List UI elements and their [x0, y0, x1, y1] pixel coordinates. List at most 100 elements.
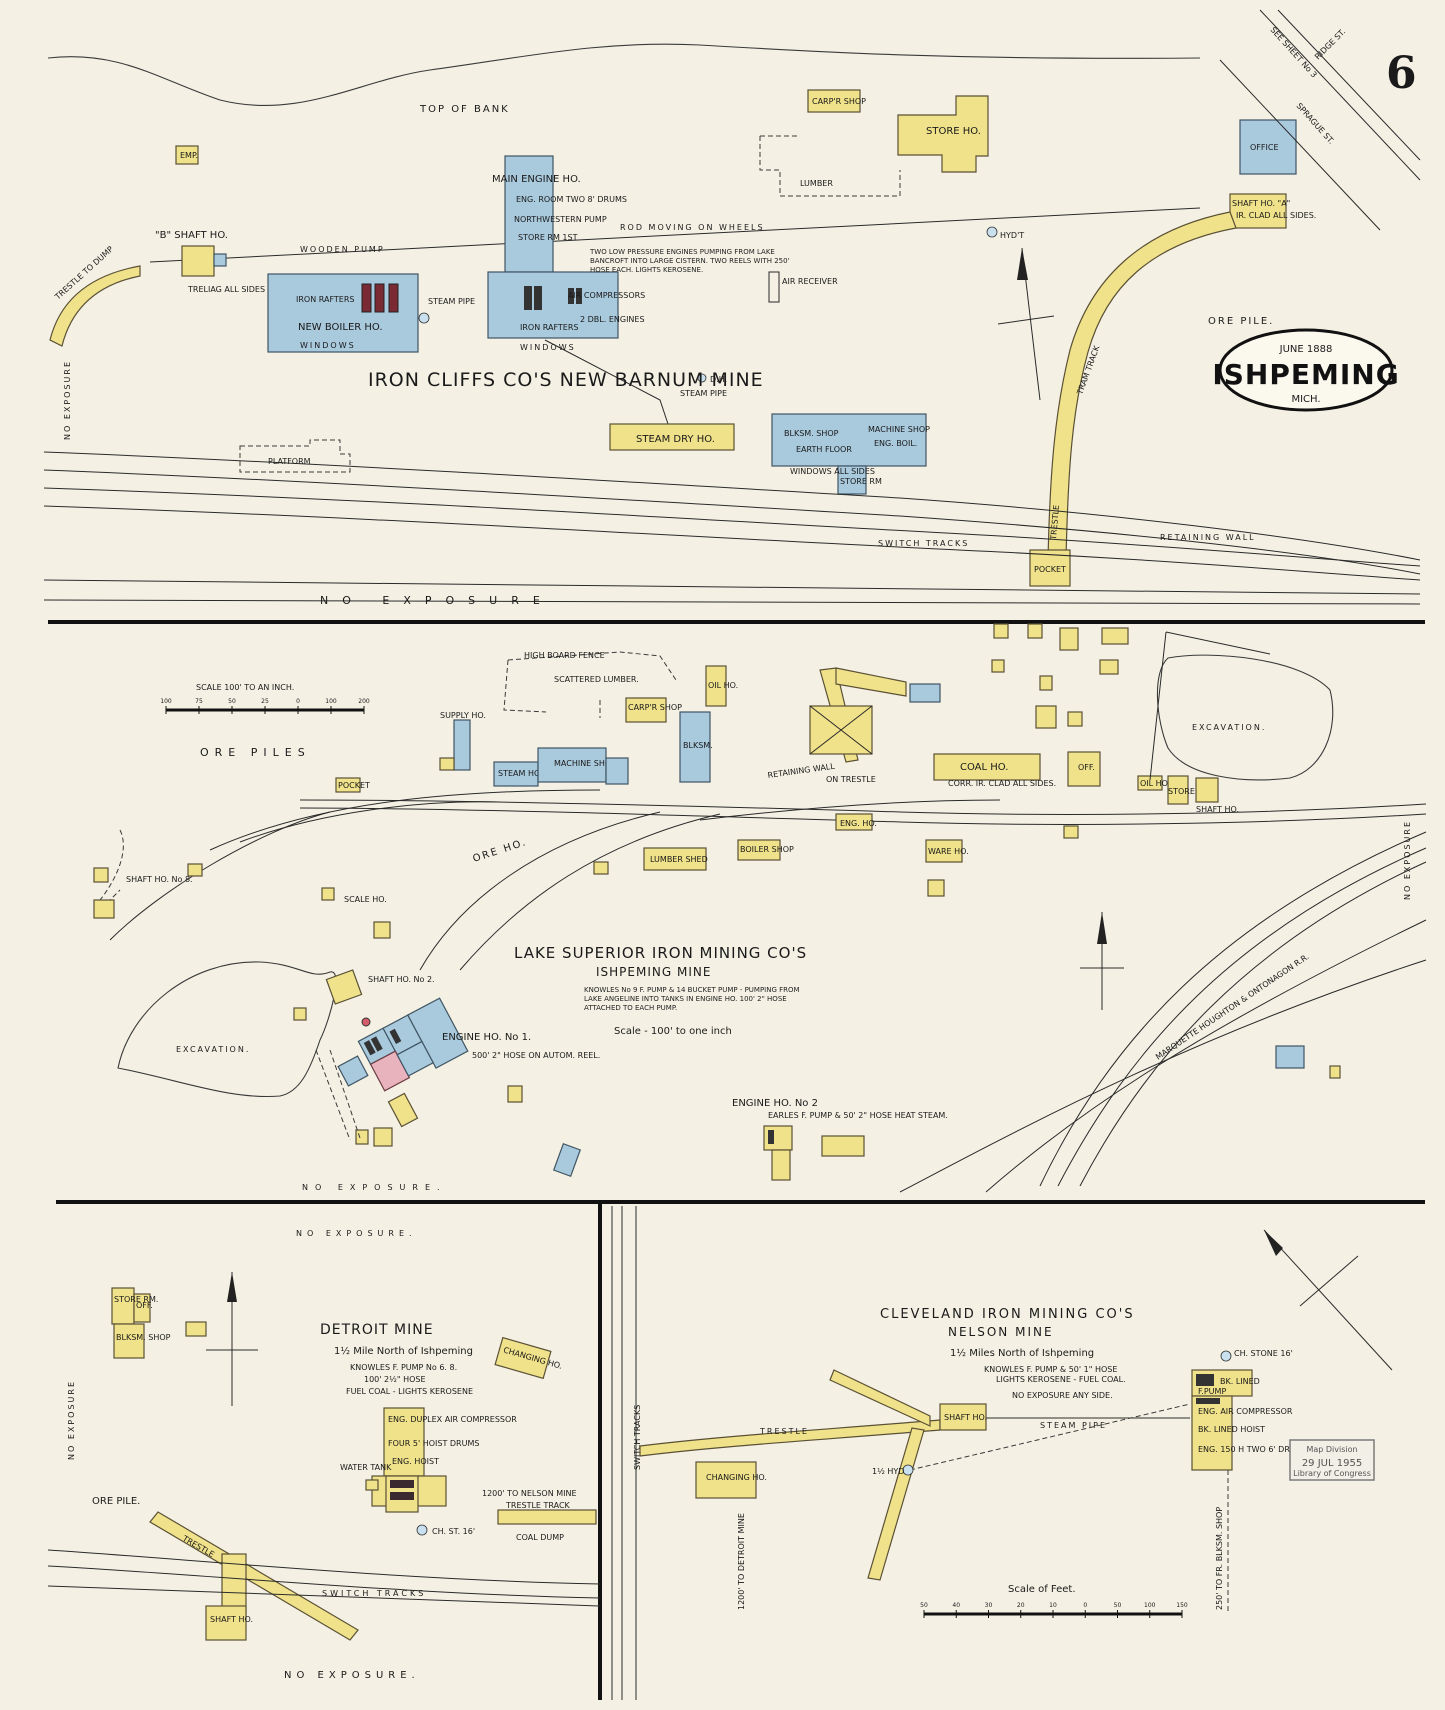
s3-drum-1 [390, 1480, 414, 1488]
steam-pipe-line [544, 339, 669, 425]
s2-rr-5 [985, 919, 1427, 1193]
s2-small-3 [1027, 623, 1043, 639]
shaft-house-a [1229, 193, 1287, 229]
s2-small-10 [1067, 711, 1083, 727]
northwestern-pump-label: NORTHWESTERN PUMP [514, 215, 607, 224]
windows-label-2: WINDOWS [520, 343, 576, 352]
dh-hydrant [697, 373, 707, 383]
s3-blksm-label: BLKSM. SHOP [116, 1333, 171, 1342]
s4-bk-hoist-label: BK. LINED HOIST [1198, 1425, 1265, 1434]
s2-shaft8-small [93, 867, 109, 883]
s2-eng1-machine-2 [370, 1036, 383, 1052]
s4-chimney [1220, 1350, 1232, 1362]
section2-title: LAKE SUPERIOR IRON MINING CO'S [514, 944, 807, 962]
s3-small-1 [185, 1321, 207, 1337]
s3-coal-dump-label: COAL DUMP [516, 1533, 564, 1542]
s3-hoist-label: FOUR 5' HOIST DRUMS [388, 1439, 479, 1448]
carp-shop [807, 89, 861, 113]
switch-track-3 [43, 487, 1421, 567]
north-arrow-cross-4 [1299, 1255, 1359, 1307]
pocket [1029, 549, 1071, 587]
s2-engine-ho1-note: 500' 2" HOSE ON AUTOM. REEL. [472, 1051, 600, 1060]
section-nelson-mine: SWITCH TRACKS CLEVELAND IRON MINING CO'S… [611, 1206, 1393, 1700]
section1-title: IRON CLIFFS CO'S NEW BARNUM MINE [368, 369, 764, 391]
carp-shop-label: CARP'R SHOP [812, 97, 866, 106]
s3-ch-st-label: CH. ST. 16' [432, 1527, 475, 1536]
engine-2 [534, 286, 542, 310]
s4-ch-stone-label: CH. STONE 16' [1234, 1349, 1293, 1358]
s4-pump-label: F.PUMP [1198, 1387, 1226, 1396]
section-detroit-mine: NO EXPOSURE. NO EXPOSURE STORE RM. OFF. … [47, 1229, 601, 1681]
s2-track-5 [109, 811, 331, 941]
s3-off [133, 1293, 151, 1323]
switch-tracks-label: SWITCH TRACKS [878, 539, 969, 548]
s3-trestle-track [497, 1509, 597, 1525]
emp-building [175, 145, 199, 165]
s2-corr-iron-label: CORR. IR. CLAD ALL SIDES. [948, 779, 1056, 788]
s4-eng-air-label: ENG. AIR COMPRESSOR [1198, 1407, 1293, 1416]
s2-eng1-e [337, 1055, 369, 1087]
s2-engine-ho1-label: ENGINE HO. No 1. [442, 1032, 531, 1043]
switch-track-5 [43, 579, 1421, 595]
s2-small-21 [1329, 1065, 1341, 1079]
s4-hydrant [902, 1464, 914, 1476]
s2-ware-ho-label: WARE HO. [928, 847, 969, 856]
s2-shaft8-label: SHAFT HO. No 8. [126, 875, 193, 884]
compressor-1 [568, 288, 574, 304]
s3-eng-air-label: ENG. DUPLEX AIR COMPRESSOR [388, 1415, 517, 1424]
s2-oil-ho [705, 665, 727, 707]
steam-dry-house [609, 423, 735, 451]
section4-title: CLEVELAND IRON MINING CO'S [880, 1307, 1135, 1322]
pump-note: TWO LOW PRESSURE ENGINES PUMPING FROM LA… [590, 248, 790, 274]
s4-scale-tick-label: 0 [1083, 1602, 1087, 1609]
engine-1 [524, 286, 532, 310]
s2-chimney [361, 1017, 371, 1027]
s2-rr-1 [1039, 831, 1427, 1187]
s3-off-label: OFF. [136, 1301, 153, 1310]
s2-machine-shop-label: MACHINE SHOP [554, 759, 616, 768]
section2-no-exposure-bottom: NO EXPOSURE. [302, 1183, 447, 1192]
s2-small-19 [355, 1129, 369, 1145]
section3-title: DETROIT MINE [320, 1322, 434, 1338]
steam-pipe2-label: STEAM PIPE [680, 389, 727, 398]
s2-small-5 [1101, 627, 1129, 645]
s3-shaft-ho-label: SHAFT HO. [210, 1615, 253, 1624]
b-shaft-label: "B" SHAFT HO. [155, 230, 228, 241]
pump-note-box: TWO LOW PRESSURE ENGINES PUMPING FROM LA… [590, 248, 790, 274]
office-label: OFFICE [1250, 143, 1279, 152]
s2-off [1067, 751, 1101, 787]
windows-label-1: WINDOWS [300, 341, 356, 350]
s4-shaft-ho-label: SHAFT HO. [944, 1413, 987, 1422]
high-board-fence-label: HIGH BOARD FENCE [524, 651, 605, 660]
b-shaft-note: TRELIAG ALL SIDES [187, 285, 265, 294]
scattered-lumber-label: SCATTERED LUMBER. [554, 675, 639, 684]
b-shaft-annex [213, 253, 227, 267]
s2-supply-ho-label: SUPPLY HO. [440, 711, 486, 720]
new-boiler-house [267, 273, 419, 353]
s3-water-tank [365, 1479, 379, 1491]
s2-eng1-machine-1 [363, 1040, 376, 1056]
s4-pump [1196, 1398, 1220, 1404]
pocket-label: POCKET [1034, 565, 1066, 574]
platform-outline [239, 439, 351, 473]
s4-scale-tick-label: 30 [985, 1602, 993, 1609]
s2-engine-ho2-note: EARLES F. PUMP & 50' 2" HOSE HEAT STEAM. [768, 1111, 948, 1120]
cartouche-oval [1218, 328, 1394, 412]
stamp-line3: Library of Congress [1293, 1469, 1371, 1478]
s3-changing-ho [494, 1336, 552, 1380]
switch-track-6 [43, 599, 1421, 605]
section3-note2: 100' 2½" HOSE [364, 1375, 426, 1384]
s2-small-16 [293, 1007, 307, 1021]
store-rm2-label: STORE RM [840, 477, 882, 486]
retaining-wall-label: RETAINING WALL [1160, 533, 1256, 542]
section2-scale: Scale - 100' to one inch [614, 1026, 732, 1037]
section4-note1: KNOWLES F. PUMP & 50' 1" HOSE [984, 1365, 1117, 1374]
store-rm-label: STORE RM 1ST [518, 233, 578, 242]
s2-eng1-machine-3 [389, 1028, 402, 1044]
section3-note1: KNOWLES F. PUMP No 6. 8. [350, 1363, 457, 1372]
s2-excavation-right [1156, 654, 1334, 781]
s4-steam-pipe-label: STEAM PIPE [1040, 1421, 1107, 1430]
s2-rr-4 [899, 959, 1427, 1193]
eng-rm-label: ENG. ROOM TWO 8' DRUMS [516, 195, 627, 204]
